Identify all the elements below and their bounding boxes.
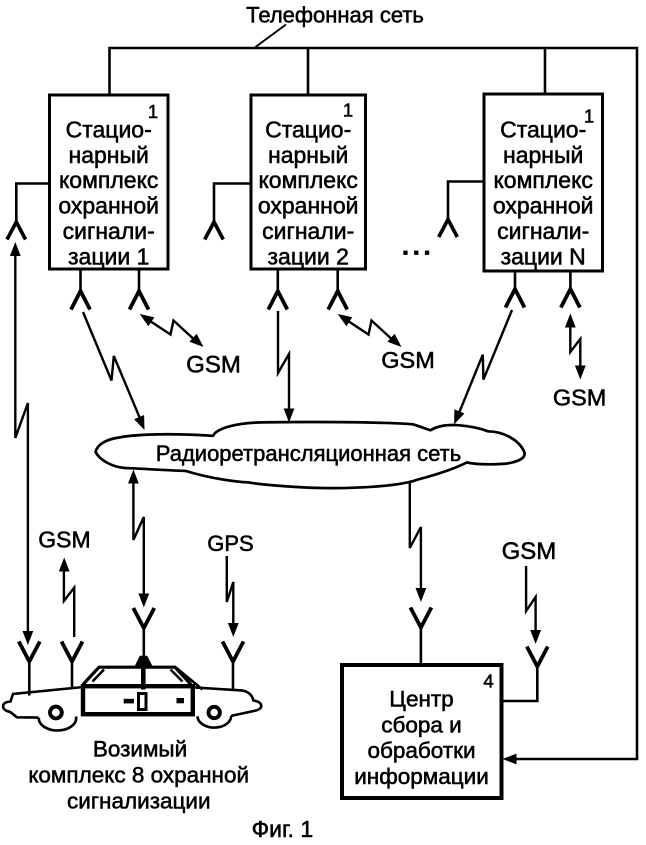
svg-text:Возимый: Возимый — [93, 737, 187, 762]
svg-text:GPS: GPS — [207, 531, 253, 556]
svg-text:зации 2: зации 2 — [268, 243, 349, 269]
svg-text:1: 1 — [148, 101, 158, 122]
svg-text:информации: информации — [354, 764, 489, 789]
svg-text:Радиоретрансляционная сеть: Радиоретрансляционная сеть — [156, 441, 461, 466]
svg-text:зации 1: зации 1 — [68, 243, 149, 269]
svg-text:Стацио-: Стацио- — [66, 116, 152, 142]
svg-text:сигнали-: сигнали- — [497, 218, 589, 244]
svg-text:Фиг. 1: Фиг. 1 — [252, 816, 314, 842]
svg-text:нарный: нарный — [268, 142, 348, 168]
svg-text:GSM: GSM — [502, 538, 557, 565]
svg-text:сигнали-: сигнали- — [63, 218, 155, 244]
svg-text:GSM: GSM — [553, 384, 607, 410]
svg-text:нарный: нарный — [503, 142, 583, 168]
svg-text:охранной: охранной — [258, 193, 359, 219]
svg-text:комплекс 8 охранной: комплекс 8 охранной — [28, 763, 249, 788]
svg-text:GSM: GSM — [186, 352, 241, 379]
svg-text:GSM: GSM — [381, 347, 435, 373]
svg-text:обработки: обработки — [367, 738, 475, 763]
svg-text:сигнализации: сигнализации — [67, 789, 211, 814]
svg-text:1: 1 — [343, 100, 353, 121]
svg-text:сигнали-: сигнали- — [262, 218, 354, 244]
svg-text:1: 1 — [584, 106, 594, 127]
svg-text:Центр: Центр — [389, 687, 453, 712]
svg-text:охранной: охранной — [58, 193, 159, 219]
svg-text:Стацио-: Стацио- — [500, 116, 586, 142]
svg-text:Телефонная сеть: Телефонная сеть — [246, 2, 424, 27]
svg-text:комплекс: комплекс — [258, 167, 357, 193]
svg-text:4: 4 — [483, 671, 493, 692]
svg-text:Стацио-: Стацио- — [265, 116, 351, 142]
svg-text:сбора и: сбора и — [381, 712, 462, 737]
svg-text:нарный: нарный — [69, 142, 149, 168]
svg-text:зации N: зации N — [501, 243, 586, 269]
svg-text:комплекс: комплекс — [59, 167, 158, 193]
svg-text:GSM: GSM — [38, 527, 90, 553]
svg-text:охранной: охранной — [493, 193, 594, 219]
svg-text:комплекс: комплекс — [493, 167, 592, 193]
